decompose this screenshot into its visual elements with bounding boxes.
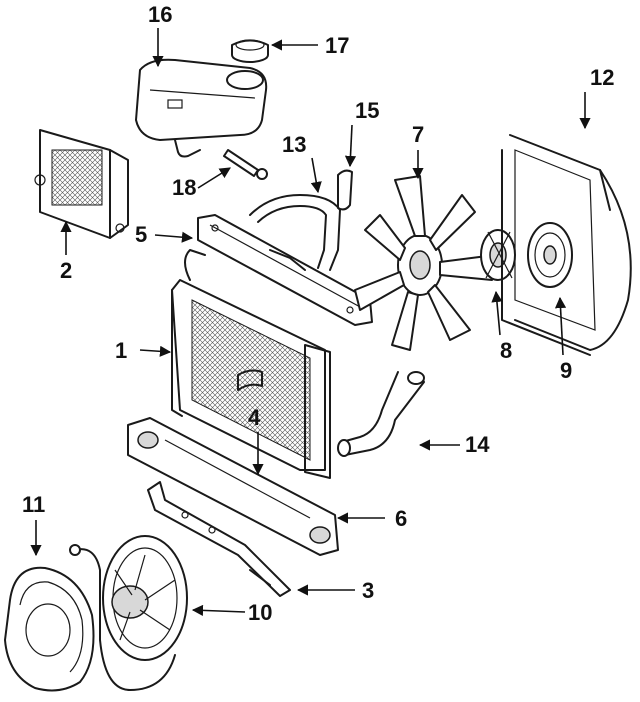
callout-14: 14 [465, 432, 490, 457]
expansion-tank [135, 58, 268, 158]
callout-1: 1 [115, 338, 127, 363]
callout-6: 6 [395, 506, 407, 531]
fan-shroud [501, 134, 632, 356]
callout-5: 5 [135, 222, 147, 247]
cooling-fan [354, 175, 496, 351]
mounting-bracket [147, 481, 291, 597]
callout-2: 2 [60, 258, 72, 283]
callout-10: 10 [248, 600, 272, 625]
callout-8: 8 [500, 338, 512, 363]
lower-hose [337, 371, 425, 457]
radiator [171, 249, 331, 479]
pressure-cap [231, 39, 269, 63]
bypass-hose [337, 169, 353, 211]
callout-11: 11 [22, 492, 45, 517]
radiator-upper-support [197, 214, 373, 326]
fan-pulley [527, 222, 573, 288]
lower-crossmember [127, 417, 339, 556]
callout-18: 18 [172, 175, 196, 200]
callout-9: 9 [560, 358, 572, 383]
callout-17: 17 [325, 33, 349, 58]
fan-clutch [480, 229, 516, 281]
level-sensor [223, 149, 268, 180]
callout-12: 12 [590, 65, 614, 90]
auxiliary-fan-shroud [4, 566, 95, 692]
callout-16: 16 [148, 2, 172, 27]
callout-13: 13 [282, 132, 306, 157]
callout-15: 15 [355, 98, 379, 123]
callout-4: 4 [248, 405, 261, 430]
auxiliary-fan [69, 535, 188, 691]
callout-3: 3 [362, 578, 374, 603]
callout-labels: 1 2 3 4 5 6 7 8 9 10 11 12 13 14 15 16 1… [22, 2, 614, 625]
leader-lines [30, 28, 591, 616]
callout-7: 7 [412, 122, 424, 147]
oil-cooler [34, 129, 129, 239]
